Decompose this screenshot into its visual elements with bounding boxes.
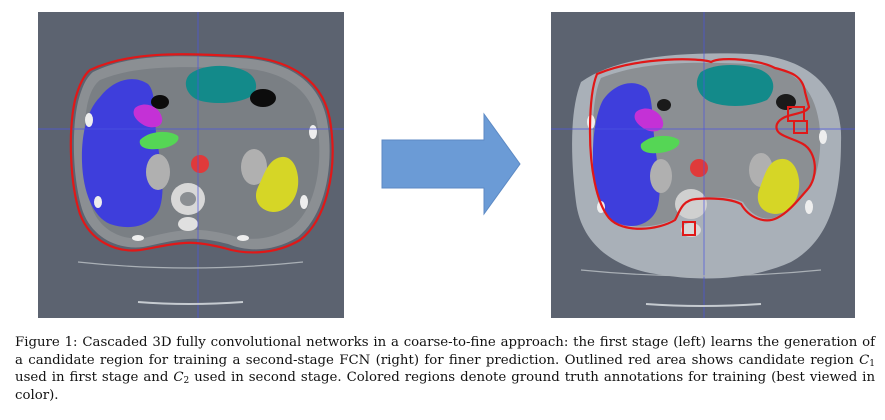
candidate-box-lower (682, 221, 696, 236)
caption-text-part3: used in second stage. Colored regions de… (15, 370, 876, 403)
c1-subscript: 1 (869, 358, 875, 369)
gallbladder-region (634, 108, 664, 132)
first-stage-ct-svg (38, 12, 344, 318)
figure-caption: Figure 1: Cascaded 3D fully convolutiona… (15, 334, 875, 404)
pancreas-region (640, 135, 680, 154)
second-stage-ct-svg (551, 12, 855, 318)
right-arrow-icon (381, 112, 521, 216)
figure-label: Figure 1: (15, 335, 78, 350)
candidate-box-mid (793, 120, 808, 134)
caption-text-part2: used in first stage and (15, 370, 174, 386)
aorta-region (191, 155, 209, 173)
aorta-region (690, 159, 708, 177)
spleen-region (757, 158, 800, 214)
pancreas-region (139, 131, 179, 150)
candidate-region-c1-outline (69, 53, 334, 254)
c1-symbol: C (859, 352, 870, 368)
second-stage-ct-image (551, 12, 855, 318)
gallbladder-region (133, 104, 163, 128)
c2-symbol: C (173, 370, 184, 386)
stomach-region (185, 65, 257, 104)
candidate-region-c2-outline (588, 58, 816, 230)
stomach-region (696, 65, 774, 106)
c2-subscript: 2 (183, 376, 190, 387)
first-stage-ct-image (38, 12, 344, 318)
spleen-region (255, 156, 299, 212)
caption-text-part1: Cascaded 3D fully convolutional networks… (15, 335, 875, 368)
